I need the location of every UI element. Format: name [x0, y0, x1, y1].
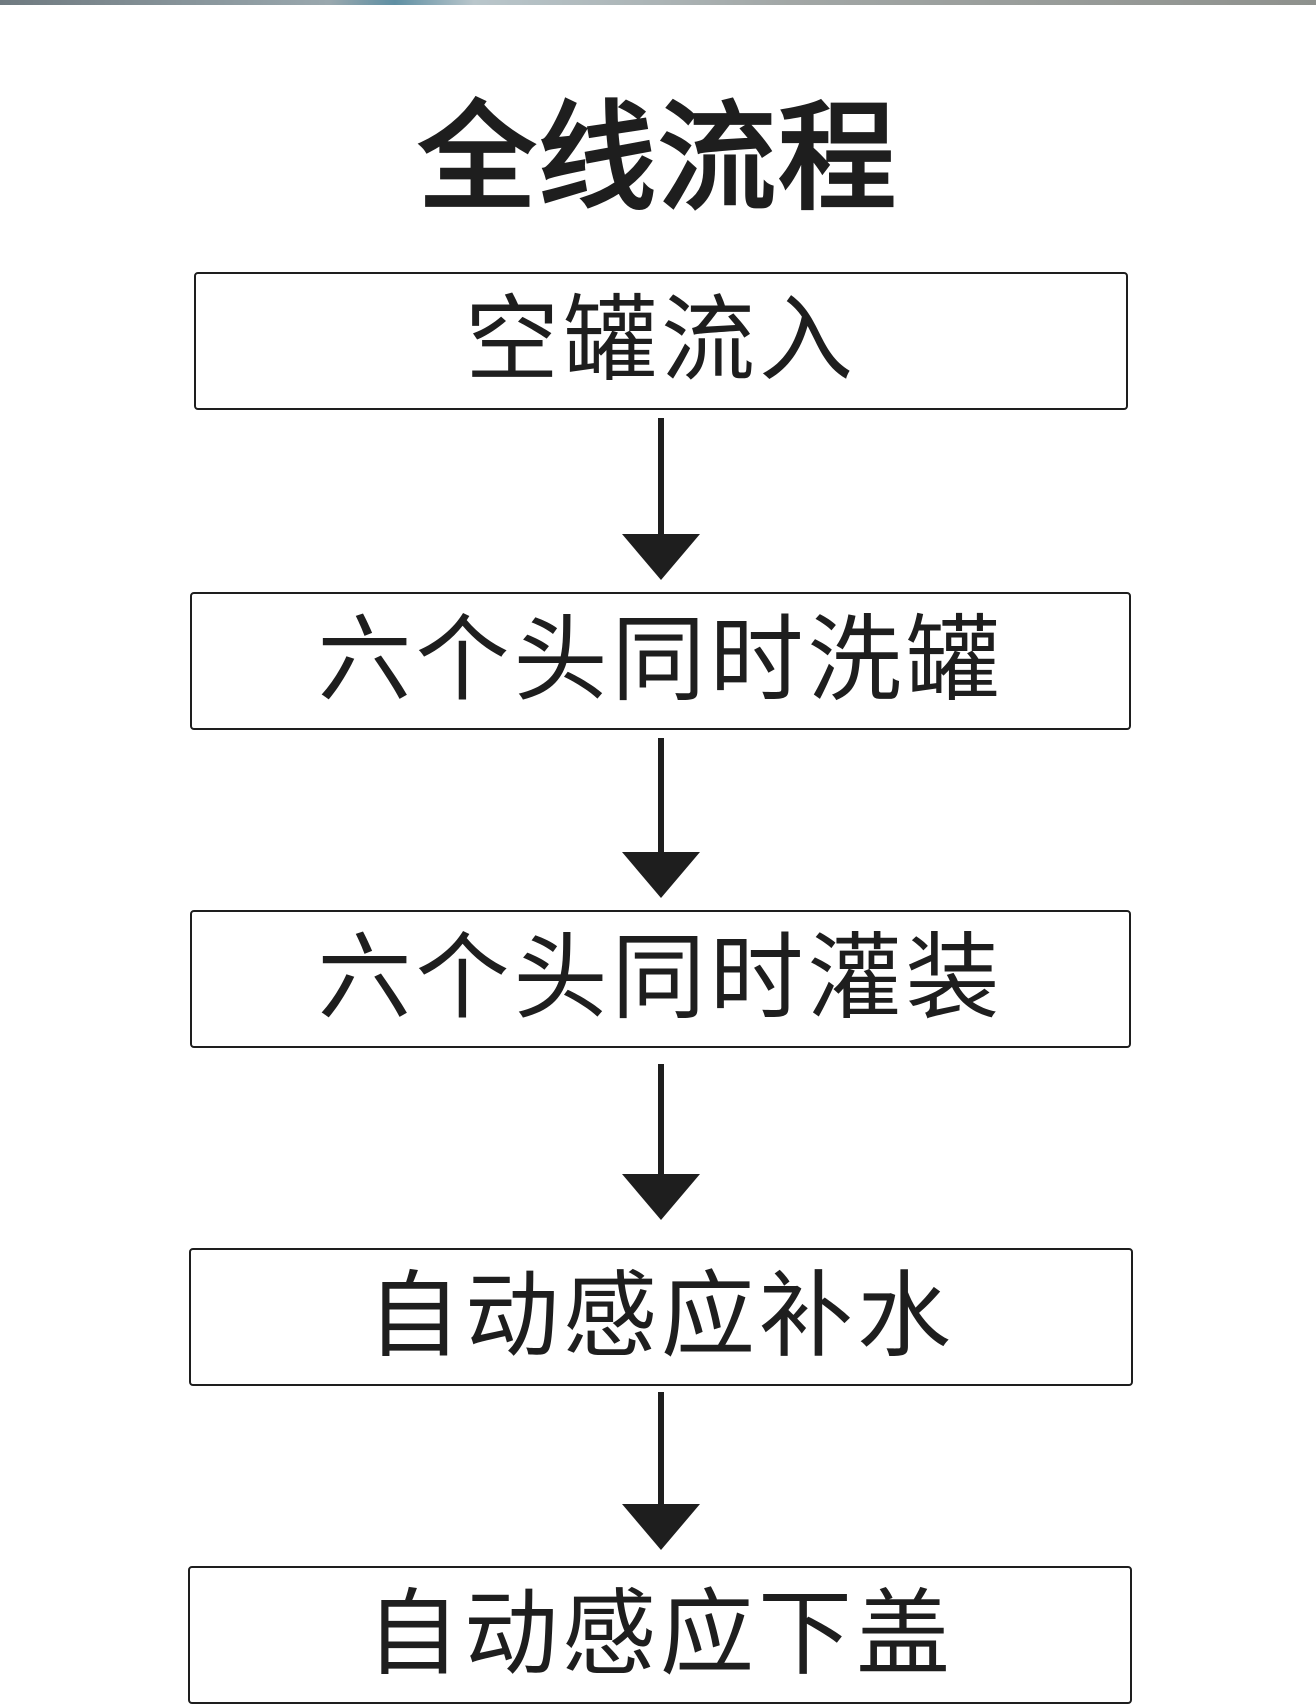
flow-step-3: 六个头同时灌装 [190, 910, 1131, 1048]
flow-step-label: 自动感应补水 [366, 1262, 955, 1371]
flow-step-1: 空罐流入 [194, 272, 1128, 410]
flow-step-label: 自动感应下盖 [365, 1580, 954, 1689]
page-title: 全线流程 [417, 89, 898, 227]
flow-arrow-3 [622, 1064, 700, 1220]
flow-arrow-4 [622, 1392, 700, 1550]
flow-arrow-2 [622, 738, 700, 898]
top-image-strip [0, 0, 1316, 5]
flow-step-5: 自动感应下盖 [188, 1566, 1132, 1704]
flow-step-label: 六个头同时灌装 [317, 924, 1004, 1033]
flow-arrow-1 [622, 418, 700, 580]
flow-step-4: 自动感应补水 [189, 1248, 1133, 1386]
flow-step-2: 六个头同时洗罐 [190, 592, 1131, 730]
flow-step-label: 空罐流入 [464, 286, 857, 395]
flow-step-label: 六个头同时洗罐 [317, 606, 1004, 715]
